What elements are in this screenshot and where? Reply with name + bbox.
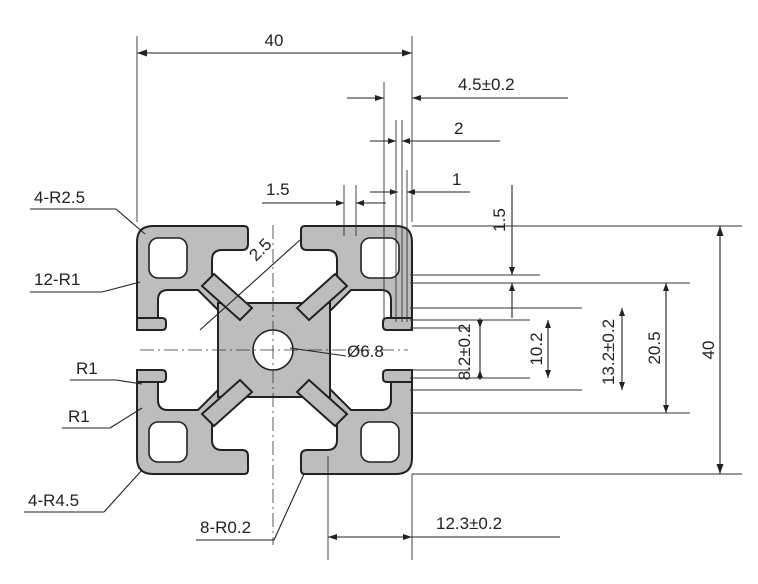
- label-cavity-radius: 4-R4.5: [28, 491, 79, 510]
- rib-bottom-right: [295, 378, 349, 428]
- dim-lip-height-text: 1.5: [490, 208, 509, 232]
- dim-slot-8-text: 8.2±0.2: [455, 324, 474, 381]
- cavity-bottom-left: [148, 421, 188, 463]
- dim-slot-10-text: 10.2: [527, 332, 546, 365]
- dim-lip-len-text: 1.5: [266, 180, 290, 199]
- lip-left-upper: [136, 317, 167, 331]
- dim-bottom: 12.3±0.2: [327, 456, 560, 560]
- dim-width: 40: [136, 31, 413, 222]
- dim-lip: 2: [370, 119, 500, 322]
- cavity-top-right: [360, 237, 400, 279]
- dim-slot-20-text: 20.5: [645, 331, 664, 364]
- dim-slot-depth: 4.5±0.2: [347, 75, 568, 322]
- dim-lip-gap-text: 1: [452, 170, 461, 189]
- center-lines: [140, 225, 408, 545]
- cavity-top-left: [148, 237, 188, 279]
- label-r1-a: R1: [76, 359, 98, 378]
- rib-top-left: [200, 272, 254, 322]
- dim-lip-gap: 1: [370, 170, 470, 322]
- dim-slot-depth-text: 4.5±0.2: [458, 75, 515, 94]
- dim-slot-13-text: 13.2±0.2: [599, 319, 618, 385]
- dim-height-text: 40: [699, 341, 718, 360]
- cavity-bottom-right: [360, 421, 400, 463]
- label-r1-b: R1: [68, 407, 90, 426]
- slot-bottom: [250, 443, 300, 473]
- label-small-radius: 8-R0.2: [200, 518, 251, 537]
- lip-right-upper: [382, 317, 413, 331]
- radius-labels: 4-R2.5 12-R1 R1 R1 4-R4.5 8-R0.2: [24, 188, 305, 541]
- label-inner-radius: 12-R1: [34, 270, 80, 289]
- rib-top-right: [295, 272, 349, 322]
- dim-right-set: 40 20.5 13.2±0.2 10.2 8.2±0.2: [410, 225, 742, 475]
- lip-right-lower: [382, 369, 413, 383]
- dim-lip-height: 1.5: [410, 185, 540, 318]
- dim-bottom-text: 12.3±0.2: [436, 514, 502, 533]
- dim-width-text: 40: [265, 31, 284, 50]
- dim-hole-text: Ø6.8: [347, 342, 384, 361]
- rib-bottom-left: [200, 378, 254, 428]
- dim-hole: Ø6.8: [289, 342, 384, 361]
- slot-top: [250, 227, 300, 257]
- dim-lip-len: 1.5: [262, 180, 386, 236]
- dim-lip-text: 2: [454, 119, 463, 138]
- label-outer-radius: 4-R2.5: [34, 188, 85, 207]
- lip-left-lower: [136, 369, 167, 383]
